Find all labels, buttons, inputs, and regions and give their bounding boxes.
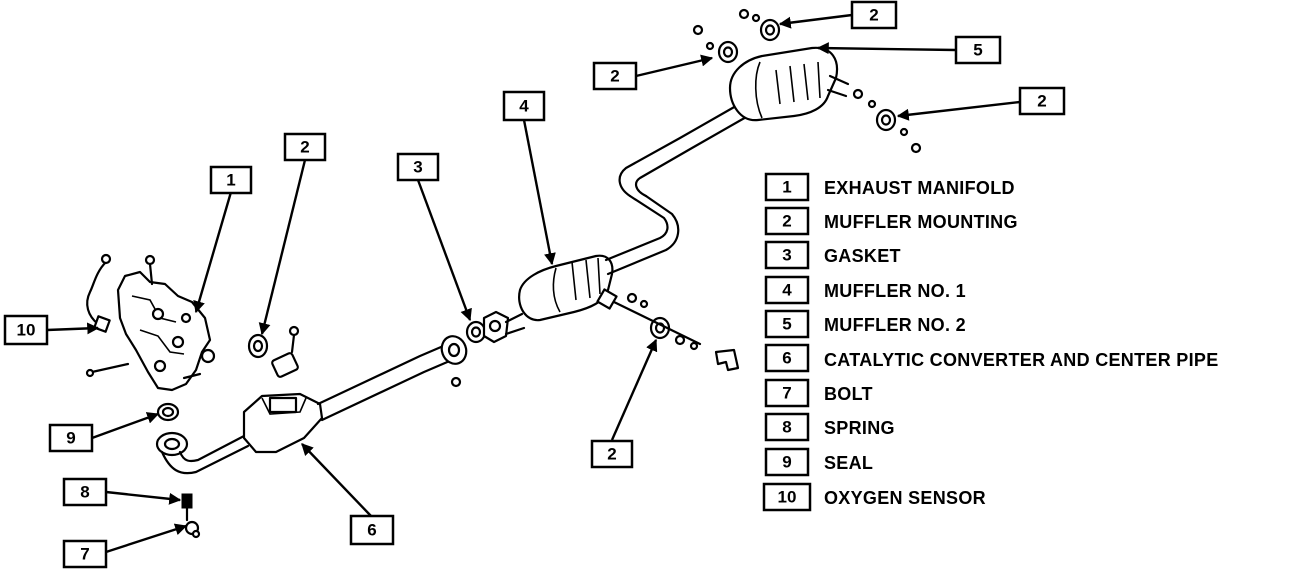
legend-row-10: 10 OXYGEN SENSOR bbox=[762, 482, 986, 512]
oxygen-sensor-drawing bbox=[86, 253, 112, 333]
svg-text:9: 9 bbox=[782, 453, 791, 472]
legend-row-2: 2 MUFFLER MOUNTING bbox=[764, 206, 1018, 236]
svg-text:7: 7 bbox=[782, 384, 791, 403]
leader-9 bbox=[91, 412, 160, 440]
svg-text:2: 2 bbox=[869, 6, 878, 25]
callout-9: 9 bbox=[48, 423, 94, 453]
callout-2-muffler-right: 2 bbox=[1018, 86, 1066, 116]
callout-1: 1 bbox=[209, 165, 253, 195]
callout-2-muffler-top: 2 bbox=[850, 0, 898, 30]
mounting-rubber-rear bbox=[612, 292, 740, 372]
parts-legend: 1 EXHAUST MANIFOLD 2 MUFFLER MOUNTING 3 … bbox=[762, 172, 1219, 512]
legend-row-7: 7 BOLT bbox=[764, 378, 873, 408]
svg-text:4: 4 bbox=[519, 97, 529, 116]
callout-3: 3 bbox=[396, 152, 440, 182]
svg-text:8: 8 bbox=[80, 483, 89, 502]
intermediate-pipe-drawing bbox=[618, 104, 750, 198]
leader-8 bbox=[105, 490, 182, 505]
leader-2e bbox=[896, 100, 1021, 121]
svg-text:2: 2 bbox=[1037, 92, 1046, 111]
callout-4: 4 bbox=[502, 90, 546, 122]
spring-and-bolt-drawing bbox=[181, 493, 201, 539]
svg-text:2: 2 bbox=[607, 445, 616, 464]
leader-2d bbox=[778, 13, 853, 29]
leader-2a bbox=[258, 159, 307, 336]
callout-2-front-hanger: 2 bbox=[283, 132, 327, 162]
svg-text:SPRING: SPRING bbox=[824, 418, 895, 438]
svg-text:SEAL: SEAL bbox=[824, 453, 873, 473]
gasket-drawing bbox=[465, 320, 487, 344]
svg-text:1: 1 bbox=[782, 178, 791, 197]
svg-text:2: 2 bbox=[610, 67, 619, 86]
legend-row-5: 5 MUFFLER NO. 2 bbox=[764, 309, 966, 339]
svg-text:EXHAUST MANIFOLD: EXHAUST MANIFOLD bbox=[824, 178, 1015, 198]
svg-text:MUFFLER MOUNTING: MUFFLER MOUNTING bbox=[824, 212, 1018, 232]
svg-text:7: 7 bbox=[80, 545, 89, 564]
svg-text:10: 10 bbox=[778, 488, 797, 507]
callout-8: 8 bbox=[62, 477, 108, 507]
leader-6 bbox=[301, 443, 372, 517]
exhaust-manifold-drawing bbox=[85, 254, 216, 392]
svg-text:10: 10 bbox=[17, 321, 36, 340]
mounting-rubbers-muffler2 bbox=[692, 8, 922, 154]
svg-text:8: 8 bbox=[782, 418, 791, 437]
seal-drawing bbox=[156, 402, 180, 422]
muffler-no2-drawing bbox=[728, 46, 850, 122]
catalytic-converter-drawing bbox=[155, 325, 468, 475]
svg-text:6: 6 bbox=[367, 521, 376, 540]
svg-text:3: 3 bbox=[413, 158, 422, 177]
leader-1 bbox=[193, 191, 233, 314]
svg-text:1: 1 bbox=[226, 171, 235, 190]
callout-10: 10 bbox=[3, 314, 49, 346]
svg-text:9: 9 bbox=[66, 429, 75, 448]
callout-2-rear-hanger: 2 bbox=[590, 439, 634, 469]
svg-text:BOLT: BOLT bbox=[824, 384, 873, 404]
svg-text:CATALYTIC CONVERTER AND CENTER: CATALYTIC CONVERTER AND CENTER PIPE bbox=[824, 350, 1219, 370]
svg-text:6: 6 bbox=[782, 349, 791, 368]
svg-text:4: 4 bbox=[782, 281, 792, 300]
svg-text:5: 5 bbox=[973, 41, 982, 60]
leader-2c bbox=[635, 54, 714, 78]
muffler-no1-drawing bbox=[482, 194, 680, 344]
legend-row-6: 6 CATALYTIC CONVERTER AND CENTER PIPE bbox=[764, 343, 1219, 373]
svg-text:OXYGEN SENSOR: OXYGEN SENSOR bbox=[824, 488, 986, 508]
leader-lines bbox=[46, 13, 1021, 554]
svg-text:GASKET: GASKET bbox=[824, 246, 901, 266]
leader-10 bbox=[46, 322, 100, 335]
callout-5: 5 bbox=[954, 35, 1002, 65]
leader-5 bbox=[816, 42, 957, 55]
leader-2b bbox=[610, 338, 658, 441]
svg-text:2: 2 bbox=[300, 138, 309, 157]
mounting-rubber-front bbox=[247, 333, 269, 359]
legend-row-8: 8 SPRING bbox=[764, 412, 895, 442]
leader-3 bbox=[416, 179, 472, 322]
legend-row-9: 9 SEAL bbox=[764, 447, 873, 477]
svg-text:MUFFLER NO. 1: MUFFLER NO. 1 bbox=[824, 281, 966, 301]
legend-row-4: 4 MUFFLER NO. 1 bbox=[764, 275, 966, 305]
callout-6: 6 bbox=[349, 514, 395, 546]
svg-text:3: 3 bbox=[782, 246, 791, 265]
legend-row-1: 1 EXHAUST MANIFOLD bbox=[764, 172, 1015, 202]
legend-row-3: 3 GASKET bbox=[764, 240, 901, 270]
callout-7: 7 bbox=[62, 539, 108, 569]
callout-2-muffler-left: 2 bbox=[592, 61, 638, 91]
leader-4 bbox=[522, 119, 556, 266]
svg-text:5: 5 bbox=[782, 315, 791, 334]
svg-text:2: 2 bbox=[782, 212, 791, 231]
leader-7 bbox=[105, 523, 188, 554]
svg-text:MUFFLER NO. 2: MUFFLER NO. 2 bbox=[824, 315, 966, 335]
